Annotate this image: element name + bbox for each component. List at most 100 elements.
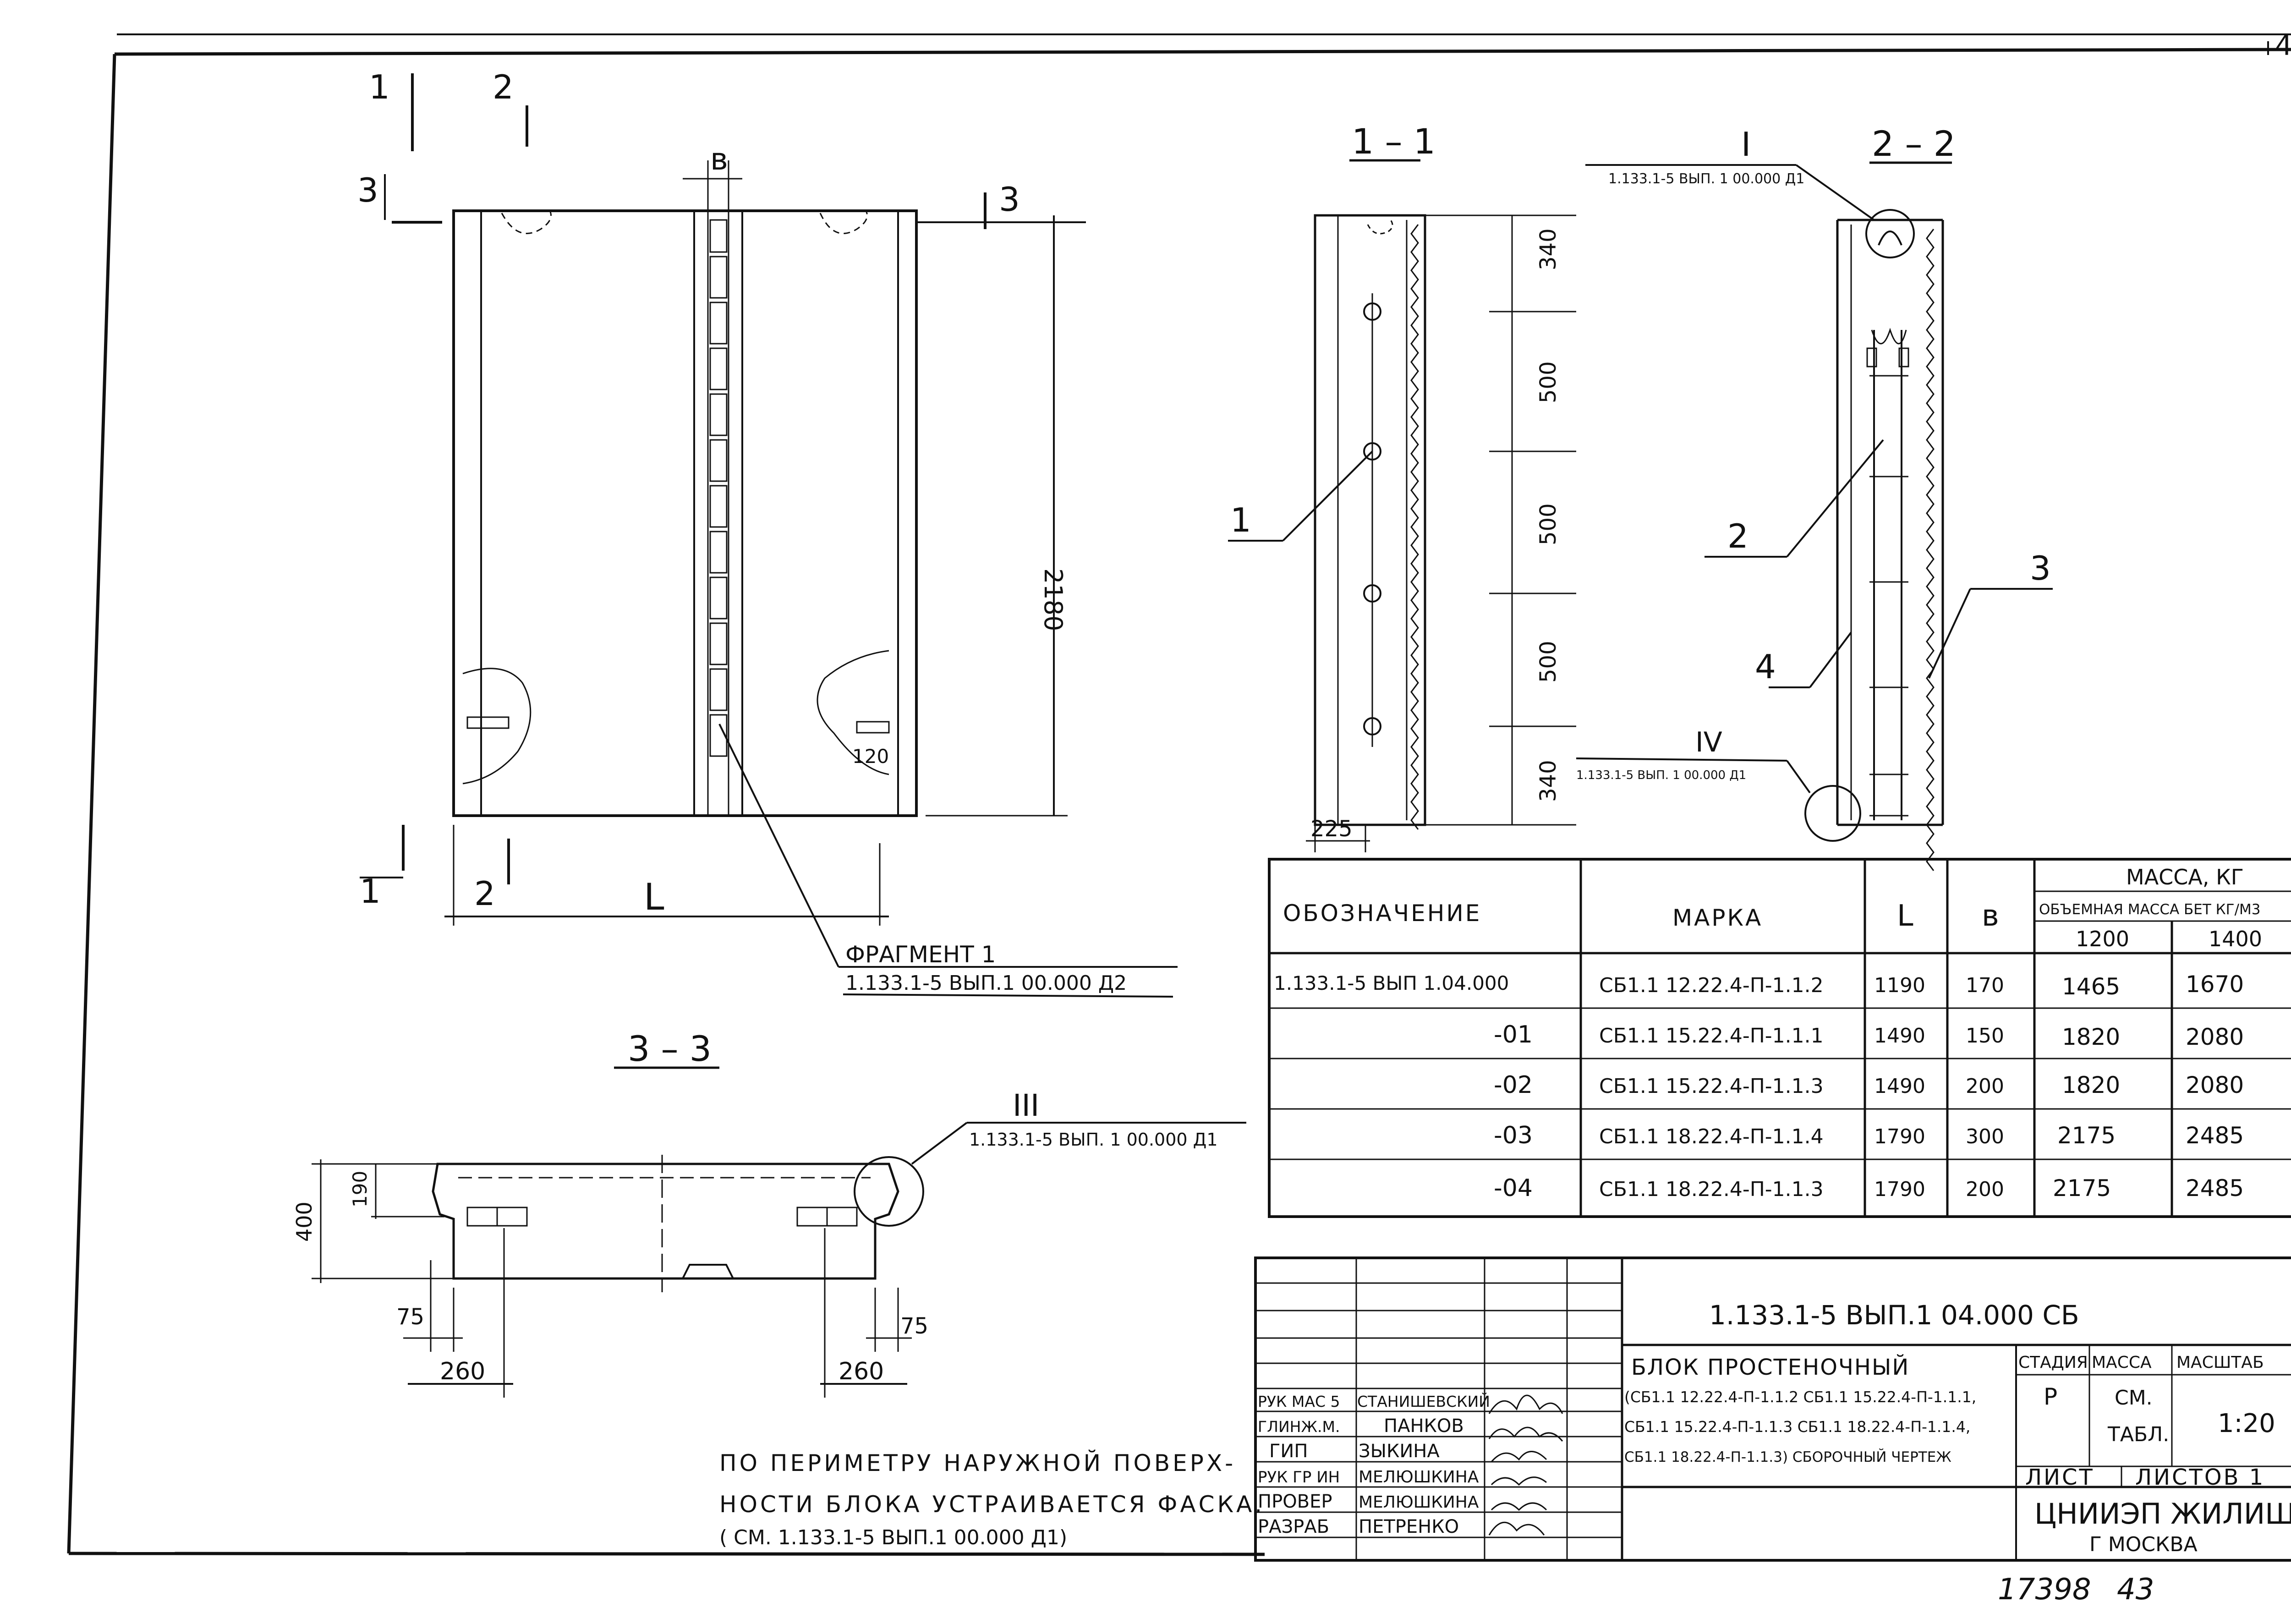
cell-b: 170 [1966,974,2004,997]
mass-value-1: СМ. [2115,1386,2153,1410]
leader-3-label: 3 [2030,549,2051,587]
front-view [360,73,1178,998]
table-row: 1.133.1-5 ВЫП 1.04.000 СБ1.1 12.22.4-П-1… [1274,971,2244,1000]
dim-height-2180: 2180 [1039,568,1068,631]
node-I-label: I [1741,125,1751,164]
staff-name: МЕЛЮШКИНА [1359,1468,1479,1487]
node-III-label: III [1013,1088,1039,1123]
dim-340-bottom: 340 [1535,760,1561,802]
table-row: -03 СБ1.1 18.22.4-П-1.1.4 1790 300 2175 … [1494,1122,2244,1149]
sheet-label: ЛИСТ [2025,1465,2094,1490]
section-2-2 [1576,161,2053,871]
note-line-2: НОСТИ БЛОКА УСТРАИВАЕТСЯ ФАСКА. [719,1491,1265,1518]
node-IV-ref: 1.133.1-5 ВЫП. 1 00.000 Д1 [1576,768,1746,782]
org-line-1: ЦНИИЭП ЖИЛИЩА [2034,1497,2291,1531]
dim-225: 225 [1310,816,1353,842]
th-1400: 1400 [2209,927,2262,951]
staff-name: ПАНКОВ [1384,1416,1464,1437]
node-III-ref: 1.133.1-5 ВЫП. 1 00.000 Д1 [969,1130,1218,1150]
cell-designation: -02 [1494,1071,1533,1099]
cell-L: 1790 [1874,1178,1925,1201]
staff-role: РУК ГР ИН [1258,1468,1340,1487]
cell-m1400: 2080 [2186,1024,2244,1050]
spec-table [1268,858,2291,1218]
node-I-ref: 1.133.1-5 ВЫП. 1 00.000 Д1 [1608,171,1804,187]
cell-m1200: 1820 [2062,1024,2120,1050]
cell-L: 1490 [1874,1024,1925,1048]
cell-designation: -04 [1494,1174,1533,1202]
scale-label: МАСШТАБ [2176,1353,2264,1372]
staff-name: ПЕТРЕНКО [1359,1516,1459,1537]
staff-name: ЗЫКИНА [1359,1441,1440,1462]
cell-L: 1490 [1874,1075,1925,1098]
sheets-label: ЛИСТОВ 1 [2135,1465,2265,1490]
staff-role: ПРОВЕР [1258,1491,1332,1512]
cell-m1400: 2485 [2186,1122,2244,1149]
cell-b: 150 [1966,1024,2004,1048]
cell-mark: СБ1.1 15.22.4-П-1.1.1 [1599,1024,1824,1048]
staff-name: СТАНИШЕВСКИЙ [1357,1392,1490,1410]
cell-b: 200 [1966,1178,2004,1201]
dim-500-1: 500 [1535,361,1561,403]
cell-designation: -03 [1494,1122,1533,1149]
table-row: -02 СБ1.1 15.22.4-П-1.1.3 1490 200 1820 … [1494,1071,2244,1099]
section-3-3 [312,1066,1246,1398]
th-b: в [1982,899,1999,933]
fragment-label: ФРАГМЕНТ 1 [845,941,996,968]
section-mark-3-left: 3 [357,171,378,209]
dim-500-3: 500 [1535,641,1561,683]
cell-m1400: 2485 [2186,1175,2244,1202]
dim-75-right: 75 [900,1313,928,1339]
table-row: -01 СБ1.1 15.22.4-П-1.1.1 1490 150 1820 … [1494,1021,2244,1050]
fragment-ref: 1.133.1-5 ВЫП.1 00.000 Д2 [845,971,1127,995]
th-density: ОБЪЕМНАЯ МАССА БЕТ КГ/М3 [2039,901,2261,918]
scale-value: 1:20 [2218,1409,2275,1438]
dim-120: 120 [852,745,889,768]
staff-role: РУК МАС 5 [1258,1393,1340,1410]
dim-400: 400 [292,1202,317,1242]
org-line-2: Г МОСКВА [2089,1533,2198,1556]
dim-260-right: 260 [839,1358,884,1385]
stage-value: Р [2044,1383,2057,1410]
staff-role: ГИП [1269,1441,1308,1462]
cell-mark: СБ1.1 12.22.4-П-1.1.2 [1599,974,1824,997]
cell-m1400: 1670 [2186,971,2244,998]
th-mark: МАРКА [1672,905,1763,931]
staff-role: РАЗРАБ [1258,1516,1329,1537]
sheet-number: 41 [2275,30,2291,62]
section-mark-2-top: 2 [493,68,514,106]
dim-190: 190 [349,1171,371,1207]
cell-m1200: 1820 [2062,1072,2120,1098]
cell-designation: -01 [1494,1021,1533,1048]
section-1-1 [1228,159,1576,852]
cell-b: 300 [1966,1125,2004,1148]
doc-name-line-1: БЛОК ПРОСТЕНОЧНЫЙ [1631,1354,1909,1380]
section-3-3-title: 3 – 3 [628,1028,712,1069]
node-IV-label: IV [1695,726,1722,758]
leader-2-label: 2 [1727,517,1748,555]
section-1-1-title: 1 – 1 [1352,121,1436,162]
title-block [1254,1256,2291,1562]
dim-L-label: L [644,876,664,918]
bottom-page: 43 [2117,1573,2154,1607]
cell-b: 200 [1966,1075,2004,1098]
dim-75-left: 75 [396,1304,424,1330]
signatures [1488,1394,1563,1536]
dim-b-label: в [710,142,728,177]
section-2-2-title: 2 – 2 [1872,123,1956,164]
stage-label: СТАДИЯ [2018,1353,2088,1372]
doc-code: 1.133.1-5 ВЫП.1 04.000 СБ [1709,1300,2079,1331]
doc-name-line-3: СБ1.1 15.22.4-П-1.1.3 СБ1.1 18.22.4-П-1.… [1624,1418,1970,1436]
cell-L: 1190 [1874,974,1925,997]
sheet-frame [67,33,2291,1556]
dim-500-2: 500 [1535,503,1561,545]
cell-m1200: 2175 [2053,1175,2111,1202]
section-mark-1-bottom: 1 [360,872,381,911]
doc-name-line-2: (СБ1.1 12.22.4-П-1.1.2 СБ1.1 15.22.4-П-1… [1624,1388,1976,1406]
cell-L: 1790 [1874,1125,1925,1148]
staff-name: МЕЛЮШКИНА [1359,1493,1479,1512]
leader-4-label: 4 [1755,647,1776,686]
doc-name-line-4: СБ1.1 18.22.4-П-1.1.3) СБОРОЧНЫЙ ЧЕРТЕЖ [1624,1449,1951,1465]
section-mark-2-bottom: 2 [474,874,495,913]
cell-designation: 1.133.1-5 ВЫП 1.04.000 [1274,972,1509,994]
